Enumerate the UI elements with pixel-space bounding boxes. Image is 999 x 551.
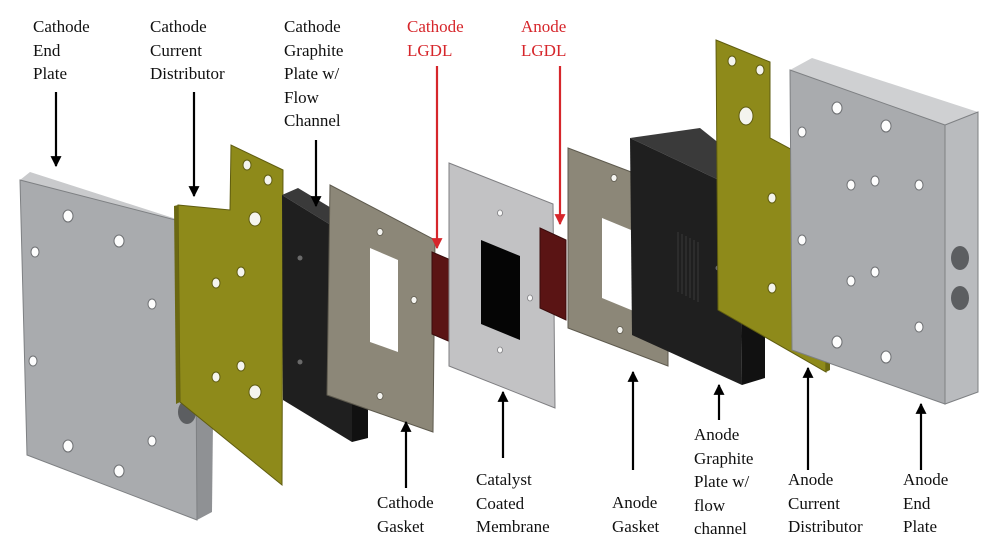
catalyst-coated-membrane <box>448 162 556 409</box>
label-anode-lgdl: Anode LGDL <box>521 17 567 60</box>
label-anode-end-plate: Anode End Plate <box>903 470 949 536</box>
label-anode-current-distributor: Anode Current Distributor <box>788 470 863 536</box>
anode-end-plate <box>789 58 979 405</box>
label-cathode-end-plate: Cathode End Plate <box>33 17 90 83</box>
label-cathode-current-distributor: Cathode Current Distributor <box>150 17 225 83</box>
anode-lgdl-layer <box>539 227 567 321</box>
cathode-current-distributor <box>174 144 284 487</box>
label-anode-gasket: Anode Gasket <box>612 493 660 536</box>
cathode-gasket <box>326 184 436 433</box>
label-anode-graphite-plate: Anode Graphite Plate w/ flow channel <box>694 425 754 538</box>
label-catalyst-coated-membrane: Catalyst Coated Membrane <box>476 470 550 536</box>
label-cathode-graphite-plate: Cathode Graphite Plate w/ Flow Channel <box>284 17 344 130</box>
label-cathode-gasket: Cathode Gasket <box>377 493 434 536</box>
label-cathode-lgdl: Cathode LGDL <box>407 17 464 60</box>
